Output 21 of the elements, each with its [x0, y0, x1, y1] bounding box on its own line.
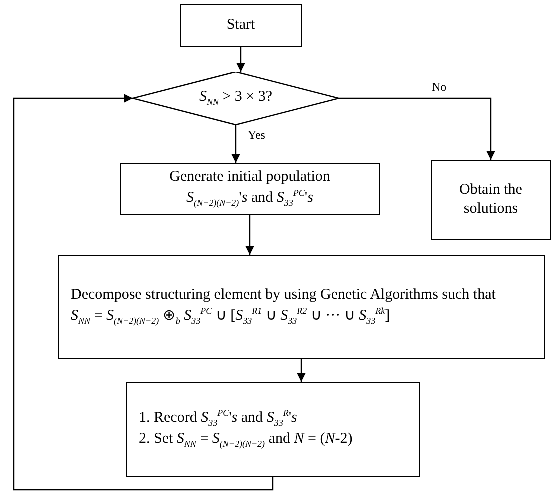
- step-text: Decompose structuring element by using Genetic Algorithms such that: [71, 286, 497, 306]
- start-box: [180, 4, 302, 47]
- formula-text: S$_{(N−2)(N−2)}$'s and S$_{33}$$^{PC}$'s: [186, 188, 314, 210]
- arrow: [246, 215, 254, 255]
- step-text: 1. Record S$_{33}$$^{PC}$'s and S$_{33}$$^{R}$'s: [139, 408, 298, 430]
- step-text: Generate initial population: [168, 168, 332, 188]
- process-box: [120, 163, 380, 215]
- arrow: [13, 94, 274, 491]
- decision-diamond: [133, 72, 339, 125]
- process-box: [126, 382, 420, 477]
- formula-text: 2. Set S$_{NN}$ = S$_{(N−2)(N−2)}$ and N = (N-2): [139, 430, 354, 451]
- node-label: S$_{NN}$ > 3 × 3?: [198, 88, 274, 109]
- formula-text: S$_{NN}$ = S$_{(N−2)(N−2)}$ ⊕$_{b}$ S$_{33}$$^{PC}$ ∪ [S$_{33}$$^{R1}$ ∪ S$_{33}$$^{R2}$ ∪ ··· ∪ S$_{33}$$^{Rk}$]: [71, 306, 392, 328]
- node-label: Obtain the solutions: [458, 180, 524, 219]
- node-label: Start: [226, 16, 256, 35]
- arrow: [236, 47, 246, 72]
- process-box: [431, 160, 551, 240]
- arrow: [339, 98, 496, 160]
- arrow: [232, 125, 240, 163]
- arrow: [297, 359, 306, 382]
- process-box: [58, 255, 545, 359]
